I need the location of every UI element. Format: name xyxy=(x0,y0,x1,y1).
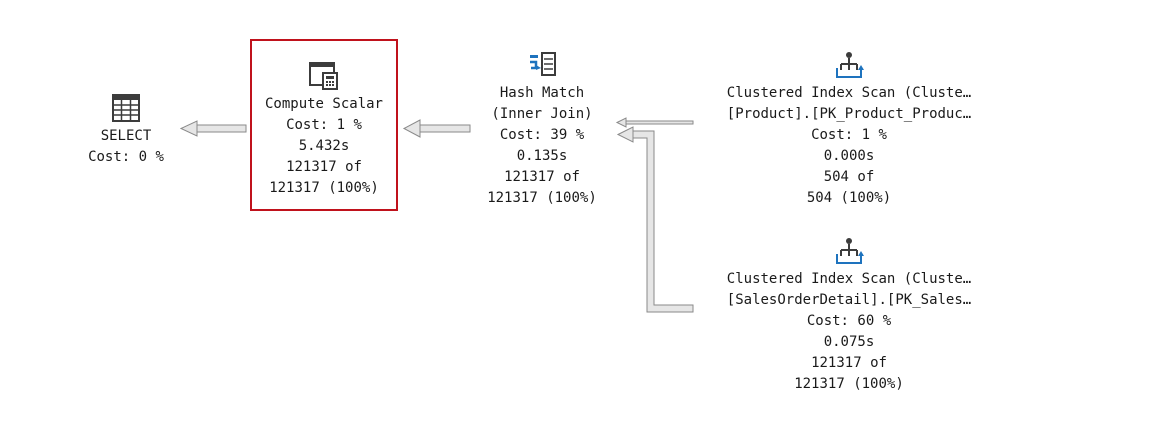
node-join-type: (Inner Join) xyxy=(491,106,593,122)
node-rows-estimated: 504 (100%) xyxy=(806,190,892,206)
node-label: Hash Match xyxy=(499,85,585,101)
plan-node-compute-scalar[interactable]: Compute Scalar Cost: 1 % 5.432s 121317 o… xyxy=(250,60,398,199)
arrow-sales-to-hash xyxy=(616,126,694,313)
node-cost: Cost: 1 % xyxy=(811,127,887,143)
node-label: Clustered Index Scan (Cluste… xyxy=(726,271,972,287)
node-rows-estimated: 121317 (100%) xyxy=(269,180,379,196)
plan-node-scan-sales[interactable]: Clustered Index Scan (Cluste… [SalesOrde… xyxy=(693,235,1005,395)
node-elapsed-time: 0.000s xyxy=(823,148,875,164)
node-rows-estimated: 121317 (100%) xyxy=(487,190,597,206)
node-label: Compute Scalar xyxy=(264,96,383,112)
selection-highlight xyxy=(250,39,398,211)
arrow-compute-to-select xyxy=(179,120,247,137)
node-cost: Cost: 39 % xyxy=(499,127,585,143)
node-elapsed-time: 5.432s xyxy=(298,138,350,154)
clustered-index-scan-icon xyxy=(836,238,864,264)
hash-match-icon xyxy=(530,52,556,76)
node-elapsed-time: 0.135s xyxy=(516,148,568,164)
node-label: Clustered Index Scan (Cluste… xyxy=(726,85,972,101)
clustered-index-scan-icon xyxy=(836,52,864,78)
compute-scalar-icon xyxy=(309,62,338,90)
node-rows-actual: 121317 of xyxy=(811,355,887,371)
plan-node-hash-match[interactable]: Hash Match (Inner Join) Cost: 39 % 0.135… xyxy=(467,49,617,209)
node-elapsed-time: 0.075s xyxy=(823,334,875,350)
node-rows-actual: 504 of xyxy=(823,169,875,185)
node-label: SELECT xyxy=(100,128,152,144)
node-cost: Cost: 1 % xyxy=(286,117,362,133)
node-cost: Cost: 0 % xyxy=(88,149,164,165)
node-rows-estimated: 121317 (100%) xyxy=(794,376,904,392)
node-rows-actual: 121317 of xyxy=(286,159,362,175)
node-object: [Product].[PK_Product_Produc… xyxy=(726,106,972,122)
arrow-hash-to-compute xyxy=(402,119,471,138)
node-object: [SalesOrderDetail].[PK_Sales… xyxy=(726,292,972,308)
node-cost: Cost: 60 % xyxy=(806,313,892,329)
table-grid-icon xyxy=(112,94,140,122)
node-rows-actual: 121317 of xyxy=(504,169,580,185)
plan-node-select[interactable]: SELECT Cost: 0 % xyxy=(70,92,182,168)
plan-node-scan-product[interactable]: Clustered Index Scan (Cluste… [Product].… xyxy=(693,49,1005,209)
arrow-product-to-hash xyxy=(615,117,694,128)
